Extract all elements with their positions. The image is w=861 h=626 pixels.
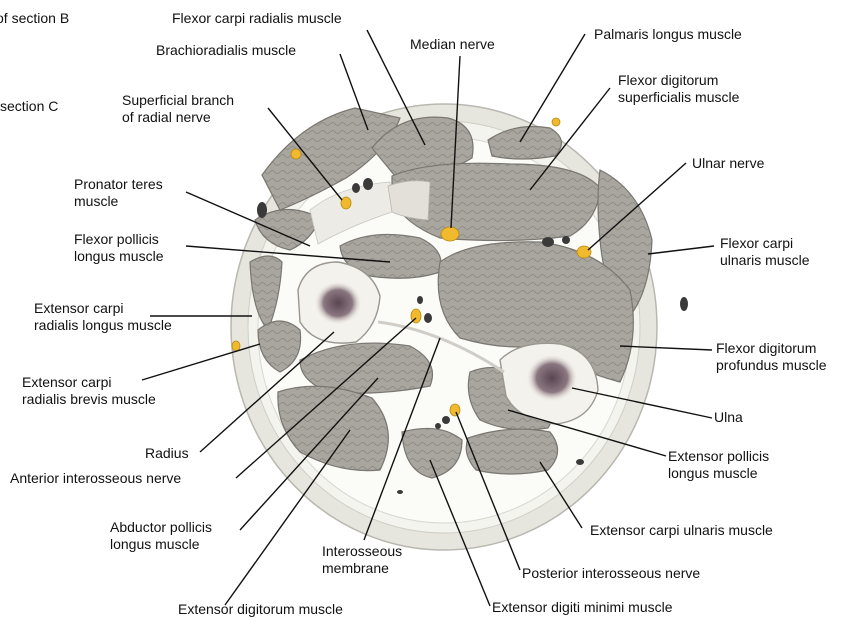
label-median-nerve: Median nerve <box>410 36 495 52</box>
label-flexor-carpi-radialis: Flexor carpi radialis muscle <box>172 10 342 26</box>
label-brachioradialis: Brachioradialis muscle <box>156 42 296 58</box>
label-superficial-radial-nerve: Superficial branch of radial nerve <box>122 92 238 125</box>
label-interosseous-membrane: Interosseous membrane <box>322 543 406 576</box>
label-ulna: Ulna <box>714 409 743 425</box>
label-extensor-digitorum: Extensor digitorum muscle <box>178 601 343 617</box>
ulnar-nerve-dot <box>577 246 591 258</box>
nerve-dot-skin-left <box>232 341 240 351</box>
label-posterior-interosseous-nerve: Posterior interosseous nerve <box>522 565 700 581</box>
label-fds: Flexor digitorum superficialis muscle <box>618 72 740 105</box>
label-epl: Extensor pollicis longus muscle <box>668 448 773 481</box>
label-fpl: Flexor pollicis longus muscle <box>74 231 164 264</box>
label-pronator-teres: Pronator teres muscle <box>74 176 167 209</box>
label-ecu: Extensor carpi ulnaris muscle <box>590 522 773 538</box>
label-fcu: Flexor carpi ulnaris muscle <box>720 235 810 268</box>
label-radius: Radius <box>145 445 189 461</box>
label-ecrb: Extensor carpi radialis brevis muscle <box>22 374 156 407</box>
label-anterior-interosseous-nerve: Anterior interosseous nerve <box>10 470 181 486</box>
label-palmaris-longus: Palmaris longus muscle <box>594 26 742 42</box>
superficial-radial-nerve-dot <box>341 197 351 209</box>
label-fdp: Flexor digitorum profundus muscle <box>716 340 827 373</box>
label-ecrl: Extensor carpi radialis longus muscle <box>34 300 172 333</box>
median-nerve-dot <box>441 227 459 241</box>
label-ulnar-nerve: Ulnar nerve <box>692 155 765 171</box>
label-section-b: of section B <box>0 10 69 26</box>
label-edm: Extensor digiti minimi muscle <box>492 599 673 615</box>
label-apl: Abductor pollicis longus muscle <box>110 519 216 552</box>
nerve-dot-skin-top2 <box>552 118 560 126</box>
label-section-c: section C <box>0 98 58 114</box>
posterior-interosseous-nerve-dot <box>450 404 460 416</box>
nerve-dot-skin-top <box>291 149 301 159</box>
